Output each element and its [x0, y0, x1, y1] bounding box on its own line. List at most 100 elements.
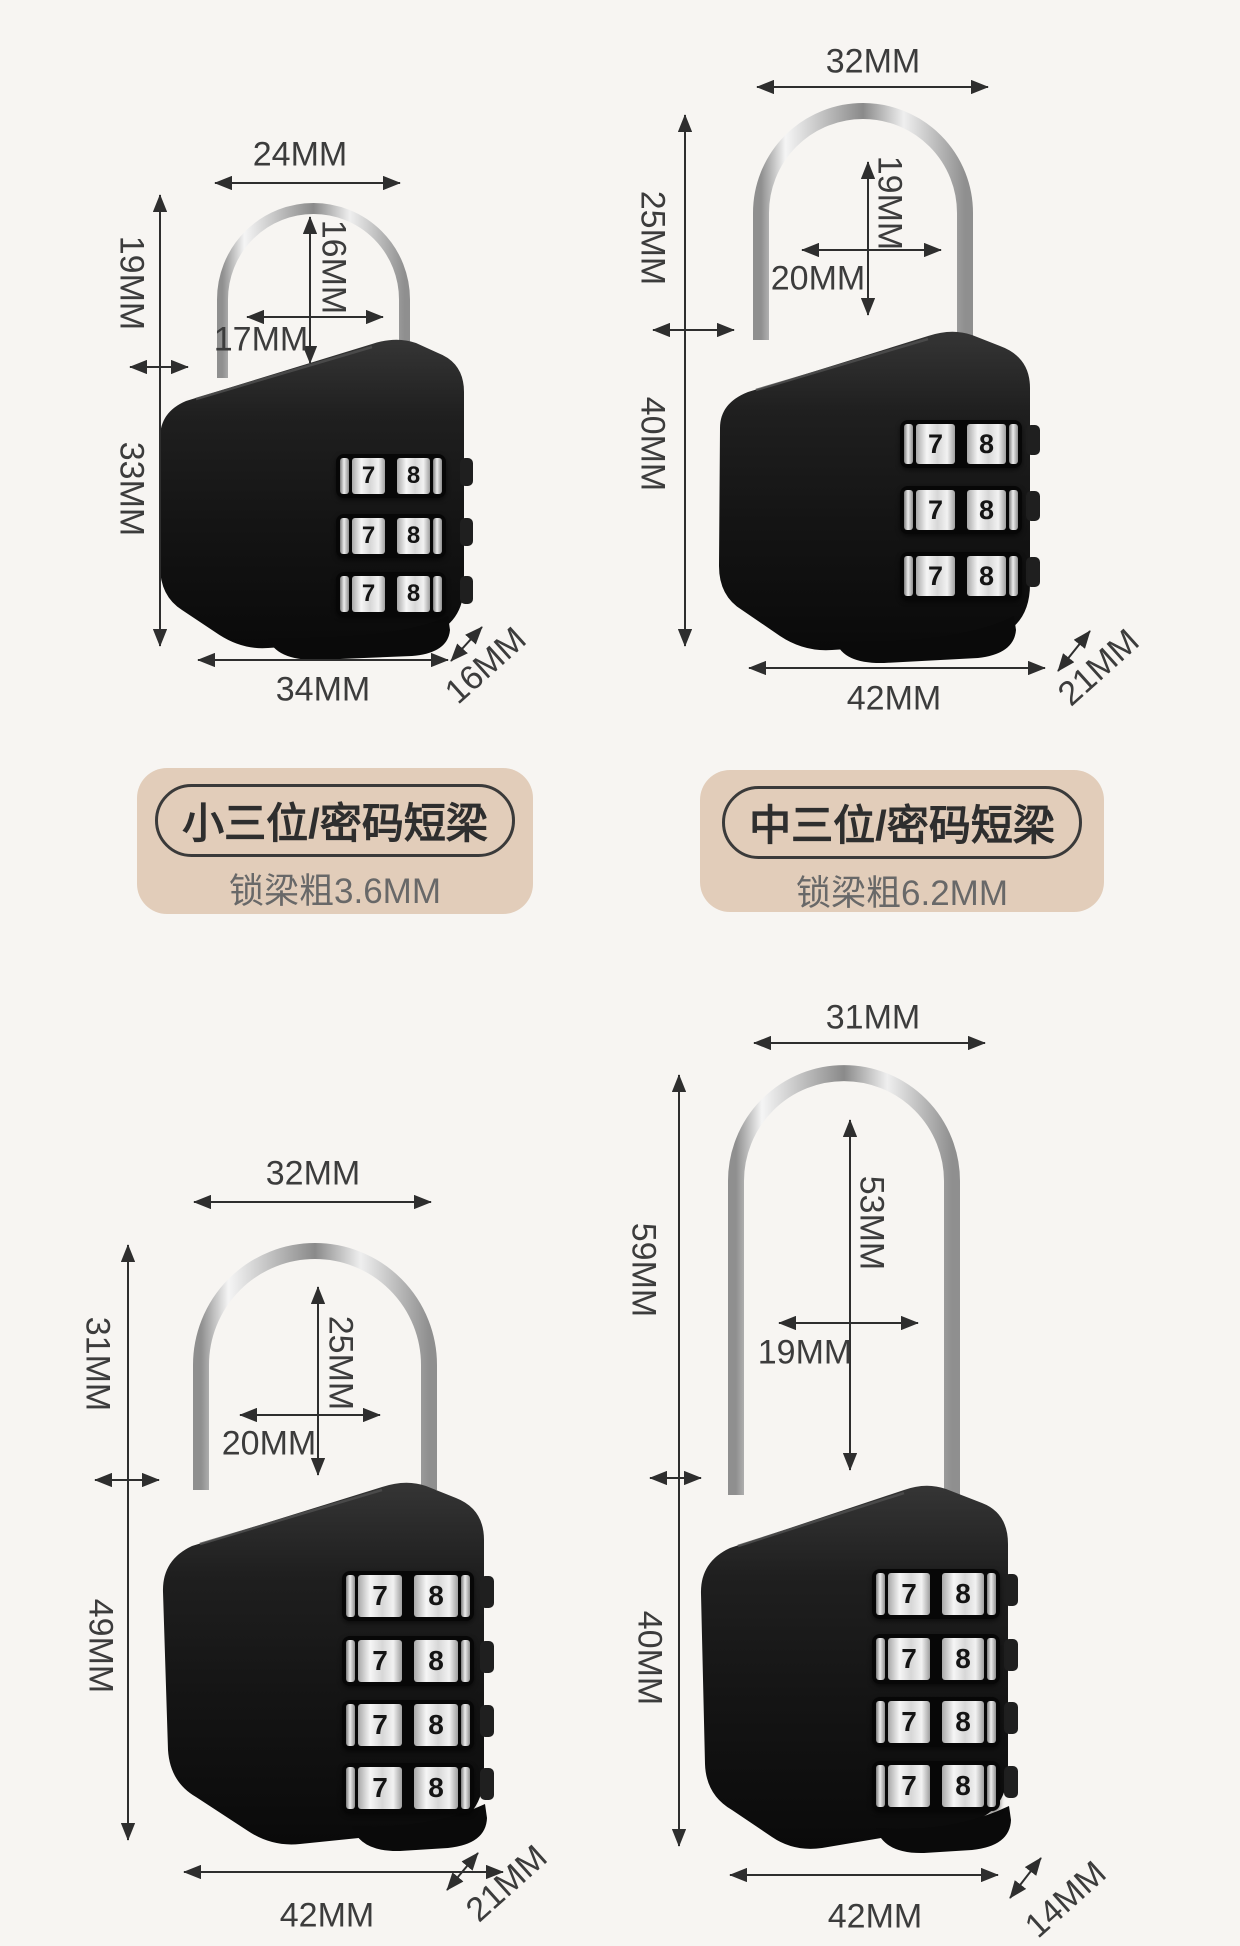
dial-digit: 7 — [916, 424, 955, 464]
side-notches — [1026, 425, 1040, 587]
lock-foot — [352, 1804, 487, 1852]
dim-label-shackle-height: 19MM — [112, 235, 151, 331]
dial-divider — [958, 424, 964, 464]
side-notches — [480, 1576, 494, 1800]
spec-card-small-3dial: 小三位/密码短梁 锁梁粗3.6MM — [137, 768, 533, 914]
dim-label-shackle-height: 59MM — [624, 1222, 663, 1318]
dial-ridge — [987, 1573, 996, 1615]
dim-label-body-height: 49MM — [81, 1598, 120, 1694]
dim-label-shackle-height: 25MM — [633, 190, 672, 286]
dial-ridge — [340, 576, 349, 612]
side-notches — [460, 458, 473, 604]
lock-foot — [268, 616, 450, 660]
dim-label-inner-height: 25MM — [321, 1315, 360, 1411]
dial-divider — [388, 458, 394, 494]
dim-label-body-height: 40MM — [633, 396, 672, 492]
shackle — [753, 103, 973, 340]
dial-ridge — [1009, 556, 1018, 596]
dial-ridge — [876, 1701, 885, 1743]
dim-label-inner-width: 19MM — [757, 1333, 853, 1372]
dial-digit: 8 — [967, 490, 1006, 530]
body-highlight — [195, 345, 373, 401]
dial-digit: 8 — [414, 1704, 458, 1746]
dial-ridge — [340, 458, 349, 494]
dim-label-inner-width: 20MM — [221, 1424, 317, 1463]
dial-divider — [933, 1638, 939, 1680]
dial-ridge — [876, 1573, 885, 1615]
dial-ridge — [876, 1638, 885, 1680]
lock-foot — [876, 1806, 1011, 1854]
dial-digit: 8 — [942, 1765, 984, 1807]
dial-divider — [405, 1575, 411, 1617]
spec-card-title: 小三位/密码短梁 — [182, 800, 488, 847]
dial-ridge — [461, 1704, 470, 1746]
dim-label-body-width: 42MM — [279, 1896, 375, 1935]
dial-digit: 8 — [414, 1640, 458, 1682]
dial-digit: 7 — [888, 1638, 930, 1680]
dial-ridge — [987, 1765, 996, 1807]
dial-digit: 7 — [888, 1573, 930, 1615]
dial-ridge — [461, 1767, 470, 1809]
dial-divider — [405, 1640, 411, 1682]
dim-label-body-width: 42MM — [827, 1897, 923, 1936]
dial-digit: 7 — [916, 490, 955, 530]
dial-ridge — [987, 1638, 996, 1680]
dial-ridge — [1009, 424, 1018, 464]
dial-digit: 8 — [942, 1701, 984, 1743]
dim-label-inner-height: 19MM — [870, 155, 909, 251]
dial-digit: 7 — [358, 1767, 402, 1809]
dial-divider — [933, 1573, 939, 1615]
dial-ridge — [433, 576, 442, 612]
shackle — [217, 203, 410, 378]
dial-divider — [958, 490, 964, 530]
dim-label-inner-width: 17MM — [213, 320, 309, 359]
dial-ridge — [346, 1575, 355, 1617]
lock-foot — [836, 616, 1016, 664]
dim-label-inner-width: 20MM — [770, 259, 866, 298]
dial-divider — [933, 1701, 939, 1743]
dial-digit: 7 — [888, 1701, 930, 1743]
body-highlight — [755, 337, 929, 392]
dial-digit: 7 — [358, 1575, 402, 1617]
lock-body — [160, 339, 464, 649]
dial-ridge — [904, 490, 913, 530]
dial-digit: 7 — [358, 1640, 402, 1682]
dial-ridge — [433, 458, 442, 494]
dial-divider — [958, 556, 964, 596]
dial-digit: 8 — [967, 556, 1006, 596]
dial-digit: 8 — [414, 1767, 458, 1809]
dial-ridge — [987, 1701, 996, 1743]
dim-label-body-width: 34MM — [275, 670, 371, 709]
dial-digit: 7 — [352, 518, 385, 554]
dial-digit: 8 — [942, 1638, 984, 1680]
spec-card-subtitle: 锁梁粗3.6MM — [229, 872, 441, 911]
dim-label-body-height: 33MM — [112, 441, 151, 537]
dial-divider — [388, 576, 394, 612]
dial-ridge — [876, 1765, 885, 1807]
dial-divider — [405, 1767, 411, 1809]
dial-divider — [388, 518, 394, 554]
dial-ridge — [346, 1640, 355, 1682]
spec-card-title: 中三位/密码短梁 — [749, 802, 1055, 849]
dimension-lines — [94, 79, 1091, 1899]
shackle — [728, 1065, 960, 1495]
shackle — [193, 1243, 437, 1490]
side-notches — [1004, 1574, 1018, 1798]
dial-digit: 8 — [967, 424, 1006, 464]
dial-digit: 8 — [942, 1573, 984, 1615]
dial-ridge — [433, 518, 442, 554]
